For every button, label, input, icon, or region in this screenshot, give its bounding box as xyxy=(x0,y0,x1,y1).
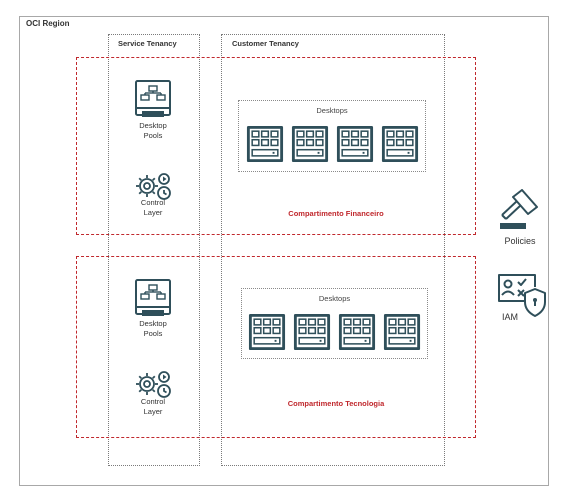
oci-region-frame xyxy=(19,16,549,486)
desktop-pools-icon xyxy=(135,279,171,317)
iam-icon xyxy=(497,273,549,319)
desktop-pools-icon xyxy=(135,80,171,118)
customer-tenancy-label: Customer Tenancy xyxy=(232,39,299,48)
customer-tenancy-frame xyxy=(221,34,445,466)
desktops-group xyxy=(238,100,426,172)
desktops-label: Desktops xyxy=(316,106,348,115)
compartment-tecnologia xyxy=(76,256,476,438)
desktop-icon xyxy=(338,313,376,351)
desktops-group xyxy=(241,288,428,359)
desktop-icon xyxy=(336,125,374,163)
desktop-icon xyxy=(291,125,329,163)
gavel-icon xyxy=(497,189,541,231)
desktop-icon xyxy=(293,313,331,351)
control-layer-icon xyxy=(133,368,173,400)
desktop-icon xyxy=(381,125,419,163)
service-tenancy-frame xyxy=(108,34,200,466)
policies-label: Policies xyxy=(504,236,536,246)
desktop-pools-label: Desktop Pools xyxy=(139,319,167,338)
control-layer-label: Control Layer xyxy=(140,397,166,416)
service-tenancy-label: Service Tenancy xyxy=(118,39,177,48)
desktop-icon xyxy=(248,313,286,351)
region-label: OCI Region xyxy=(26,19,70,28)
desktops-label: Desktops xyxy=(318,294,351,303)
compartment-financeiro xyxy=(76,57,476,235)
iam-label: IAM xyxy=(501,312,518,322)
compartment-tecnologia-label: Compartimento Tecnologia xyxy=(287,399,385,408)
desktop-icon xyxy=(383,313,421,351)
control-layer-label: Control Layer xyxy=(140,198,166,217)
desktop-pools-label: Desktop Pools xyxy=(139,121,167,140)
desktop-icon xyxy=(246,125,284,163)
compartment-financeiro-label: Compartimento Financeiro xyxy=(288,209,384,218)
